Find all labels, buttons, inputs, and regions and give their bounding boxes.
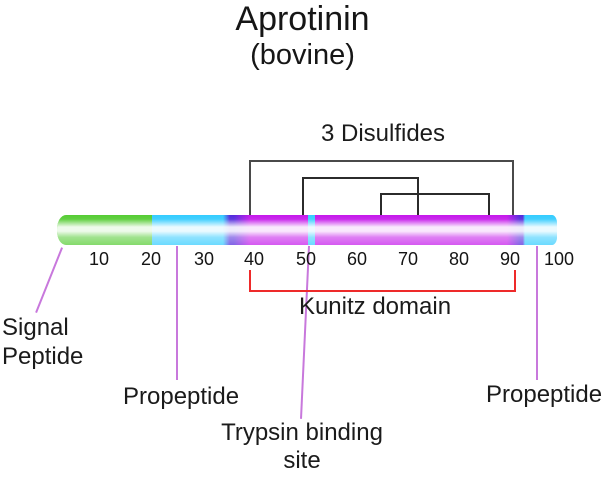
- trypsin-binding-site-label: Trypsin binding site: [202, 419, 402, 475]
- propeptide-left-label: Propeptide: [123, 383, 240, 410]
- signal-peptide-label-line1: Signal: [2, 314, 69, 341]
- scale-tick-40: 40: [243, 249, 265, 269]
- scale-tick-30: 30: [193, 249, 215, 269]
- scale-tick-90: 90: [499, 249, 521, 269]
- scale-tick-70: 70: [397, 249, 419, 269]
- page-subtitle: (bovine): [250, 39, 355, 71]
- scale-tick-60: 60: [346, 249, 368, 269]
- scale-tick-10: 10: [88, 249, 110, 269]
- kunitz-domain-bracket: [249, 270, 516, 292]
- signal-peptide-pointer-line: [35, 247, 63, 313]
- propeptide-right-pointer-line: [536, 246, 538, 380]
- trypsin-binding-site-label-line2: site: [283, 447, 321, 474]
- propeptide-left-pointer-line: [176, 246, 178, 380]
- trypsin-binding-site-label-line1: Trypsin binding: [221, 419, 383, 446]
- bar-gloss-highlight: [57, 215, 557, 245]
- scale-tick-80: 80: [448, 249, 470, 269]
- scale-tick-100: 100: [543, 249, 575, 269]
- scale-tick-50: 50: [295, 249, 317, 269]
- signal-peptide-label-line2: Peptide: [2, 343, 84, 370]
- disulfide-bond-bracket-middle: [302, 177, 419, 217]
- disulfides-label: 3 Disulfides: [320, 120, 446, 147]
- propeptide-right-label: Propeptide: [486, 381, 603, 408]
- signal-peptide-label: Signal Peptide: [2, 313, 83, 371]
- disulfide-bond-bracket-inner: [380, 193, 490, 217]
- scale-tick-20: 20: [140, 249, 162, 269]
- disulfide-bond-bracket-outer: [249, 160, 514, 217]
- protein-sequence-bar: [57, 215, 557, 245]
- kunitz-domain-label: Kunitz domain: [298, 293, 452, 320]
- page-title: Aprotinin: [235, 0, 370, 38]
